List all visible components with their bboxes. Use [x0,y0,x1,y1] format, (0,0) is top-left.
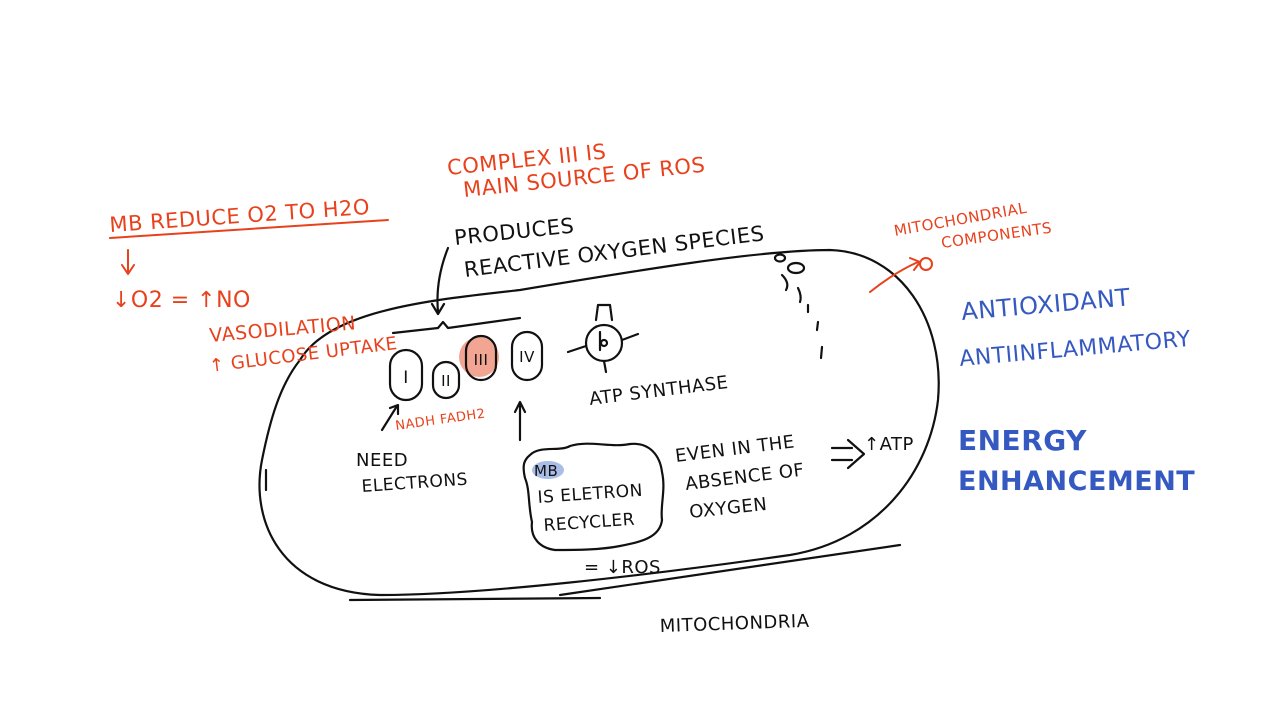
complex-4-label: IV [519,348,535,366]
recycler-line2: RECYCLER [543,510,636,536]
complex-2-label: II [441,372,451,390]
energy-line1: ENERGY [958,424,1087,457]
need-line1: NEED [356,450,408,471]
need-electrons-arrow [380,403,400,432]
complex-3: III [464,334,498,382]
mb-tag: MB [534,462,558,480]
mb-highlight [532,461,564,479]
complex-4: IV [510,330,544,382]
complex-1: I [388,348,424,402]
complex-3-label: III [474,351,489,369]
even-line1: EVEN IN THE [674,431,796,466]
droplet-marks [773,253,824,360]
mitochondrion-shadow [348,543,902,602]
complex-bracket [391,316,522,335]
atp-synthase-label: ATP SYNTHASE [588,372,730,410]
atp-arrow [830,438,866,470]
complex-3-highlight [459,337,499,377]
produces-line1: PRODUCES [453,213,575,249]
mb-reduce-note: MB REDUCE O2 TO H2O [109,195,371,237]
recycler-line1: IS ELETRON [537,481,644,508]
o2-no-note: ↓O2 = ↑NO [112,288,251,313]
mb-up-arrow [513,400,527,442]
even-line2: ABSENCE OF [684,460,805,495]
produces-arrow [430,246,450,316]
reduce-underline [109,219,389,239]
even-line3: OXYGEN [688,494,768,523]
antioxidant-label: ANTIOXIDANT [960,283,1131,326]
nadh-fadh-label: NADH FADH2 [394,406,486,433]
mitochondrion-outline [258,248,940,597]
antiinflammatory-label: ANTIINFLAMMATORY [958,327,1192,372]
mitochondria-caption: MITOCHONDRIA [659,611,810,637]
components-knot [919,257,933,271]
atp-up-label: ↑ATP [864,434,914,455]
atp-synthase-icon [566,303,640,374]
reduce-down-arrow [121,249,135,275]
ros-down-label: = ↓ROS [584,557,661,578]
recycler-cloud [522,442,665,552]
complex-1-label: I [403,368,409,388]
complex-2: II [431,360,461,400]
energy-line2: ENHANCEMENT [958,466,1195,497]
need-line2: ELECTRONS [361,470,469,497]
